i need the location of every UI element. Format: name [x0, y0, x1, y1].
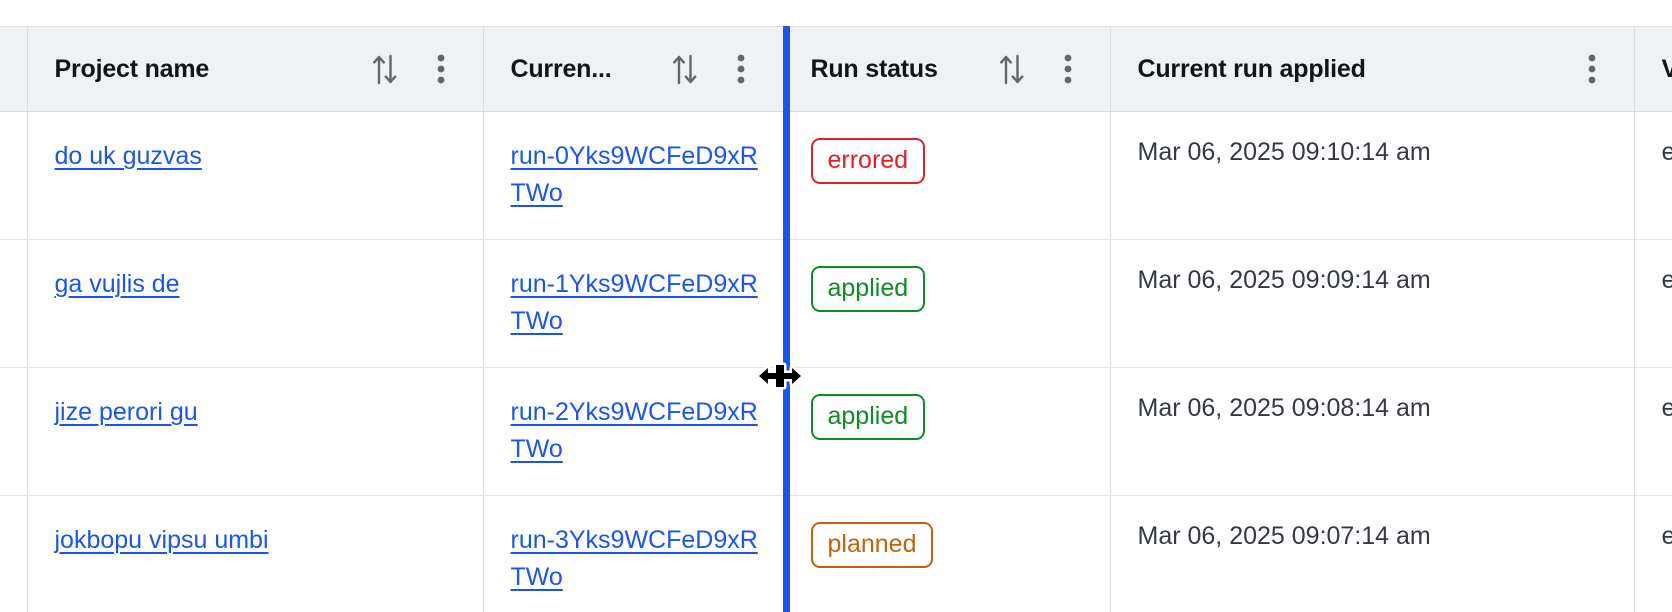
sort-arrows-icon[interactable] [992, 47, 1032, 91]
cell-project-name: jokbopu vipsu umbi [27, 495, 484, 612]
cell-run-status: planned [783, 495, 1111, 612]
projects-table: Project name [0, 26, 1672, 612]
table-row[interactable]: jokbopu vipsu umbi run-3Yks9WCFeD9xRTWo … [0, 495, 1672, 612]
kebab-menu-icon[interactable] [1048, 47, 1088, 91]
current-run-applied-value: Mar 06, 2025 09:10:14 am [1137, 138, 1431, 166]
row-gutter-cell [0, 111, 28, 240]
table-row[interactable]: do uk guzvas run-0Yks9WCFeD9xRTWo errore… [0, 111, 1672, 240]
vcs-value: e [1661, 394, 1672, 422]
current-run-applied-value: Mar 06, 2025 09:08:14 am [1137, 394, 1431, 422]
table-row[interactable]: ga vujlis de run-1Yks9WCFeD9xRTWo applie… [0, 239, 1672, 368]
sort-arrows-icon[interactable] [365, 47, 405, 91]
project-name-link[interactable]: jize perori gu [54, 398, 198, 426]
cell-project-name: jize perori gu [27, 367, 484, 496]
cell-vcs: e [1634, 495, 1672, 612]
vcs-value: e [1661, 266, 1672, 294]
table-header: Project name [0, 26, 1672, 112]
cell-current-run-applied: Mar 06, 2025 09:10:14 am [1110, 111, 1635, 240]
status-badge: planned [810, 522, 934, 568]
current-run-applied-value: Mar 06, 2025 09:09:14 am [1137, 266, 1431, 294]
cell-vcs: e [1634, 367, 1672, 496]
row-gutter-cell [0, 495, 28, 612]
current-run-link[interactable]: run-3Yks9WCFeD9xRTWo [510, 526, 758, 591]
cell-current-run-applied: Mar 06, 2025 09:08:14 am [1110, 367, 1635, 496]
project-name-link[interactable]: jokbopu vipsu umbi [54, 526, 269, 554]
cell-run-status: errored [783, 111, 1111, 240]
cell-vcs: e [1634, 111, 1672, 240]
column-header-gutter [0, 26, 28, 112]
table-body: do uk guzvas run-0Yks9WCFeD9xRTWo errore… [0, 111, 1672, 612]
cell-current-run: run-3Yks9WCFeD9xRTWo [483, 495, 784, 612]
cell-current-run: run-2Yks9WCFeD9xRTWo [483, 367, 784, 496]
column-header-run-status-label: Run status [810, 54, 938, 83]
header-row: Project name [0, 26, 1672, 112]
column-header-current-run-applied-label: Current run applied [1137, 54, 1366, 83]
column-header-vcs[interactable]: V [1634, 26, 1672, 112]
kebab-menu-icon[interactable] [721, 47, 761, 91]
status-badge: applied [810, 266, 926, 312]
row-gutter-cell [0, 239, 28, 368]
cell-project-name: do uk guzvas [27, 111, 484, 240]
status-badge: errored [810, 138, 926, 184]
table-scroll-viewport[interactable]: Project name [0, 26, 1672, 612]
current-run-link[interactable]: run-1Yks9WCFeD9xRTWo [510, 270, 758, 335]
column-header-current-run[interactable]: Curren... [483, 26, 784, 112]
column-header-current-run-label: Curren... [510, 54, 612, 83]
cell-vcs: e [1634, 239, 1672, 368]
column-header-vcs-label: V [1662, 55, 1672, 84]
kebab-menu-icon[interactable] [1572, 47, 1612, 91]
cell-run-status: applied [783, 367, 1111, 496]
vcs-value: e [1661, 138, 1672, 166]
current-run-link[interactable]: run-2Yks9WCFeD9xRTWo [510, 398, 758, 463]
cell-current-run-applied: Mar 06, 2025 09:07:14 am [1110, 495, 1635, 612]
column-header-project-name[interactable]: Project name [27, 26, 484, 112]
top-gutter [0, 0, 1672, 26]
table-row[interactable]: jize perori gu run-2Yks9WCFeD9xRTWo appl… [0, 367, 1672, 496]
cell-current-run: run-1Yks9WCFeD9xRTWo [483, 239, 784, 368]
project-name-link[interactable]: ga vujlis de [54, 270, 180, 298]
current-run-link[interactable]: run-0Yks9WCFeD9xRTWo [510, 142, 758, 207]
row-gutter-cell [0, 367, 28, 496]
cell-run-status: applied [783, 239, 1111, 368]
current-run-applied-value: Mar 06, 2025 09:07:14 am [1137, 522, 1431, 550]
column-header-current-run-applied[interactable]: Current run applied [1110, 26, 1635, 112]
vcs-value: e [1661, 522, 1672, 550]
cell-current-run-applied: Mar 06, 2025 09:09:14 am [1110, 239, 1635, 368]
column-header-run-status[interactable]: Run status [783, 26, 1111, 112]
kebab-menu-icon[interactable] [421, 47, 461, 91]
project-name-link[interactable]: do uk guzvas [54, 142, 202, 170]
sort-arrows-icon[interactable] [665, 47, 705, 91]
cell-project-name: ga vujlis de [27, 239, 484, 368]
cell-current-run: run-0Yks9WCFeD9xRTWo [483, 111, 784, 240]
status-badge: applied [810, 394, 926, 440]
column-header-project-name-label: Project name [54, 54, 210, 83]
